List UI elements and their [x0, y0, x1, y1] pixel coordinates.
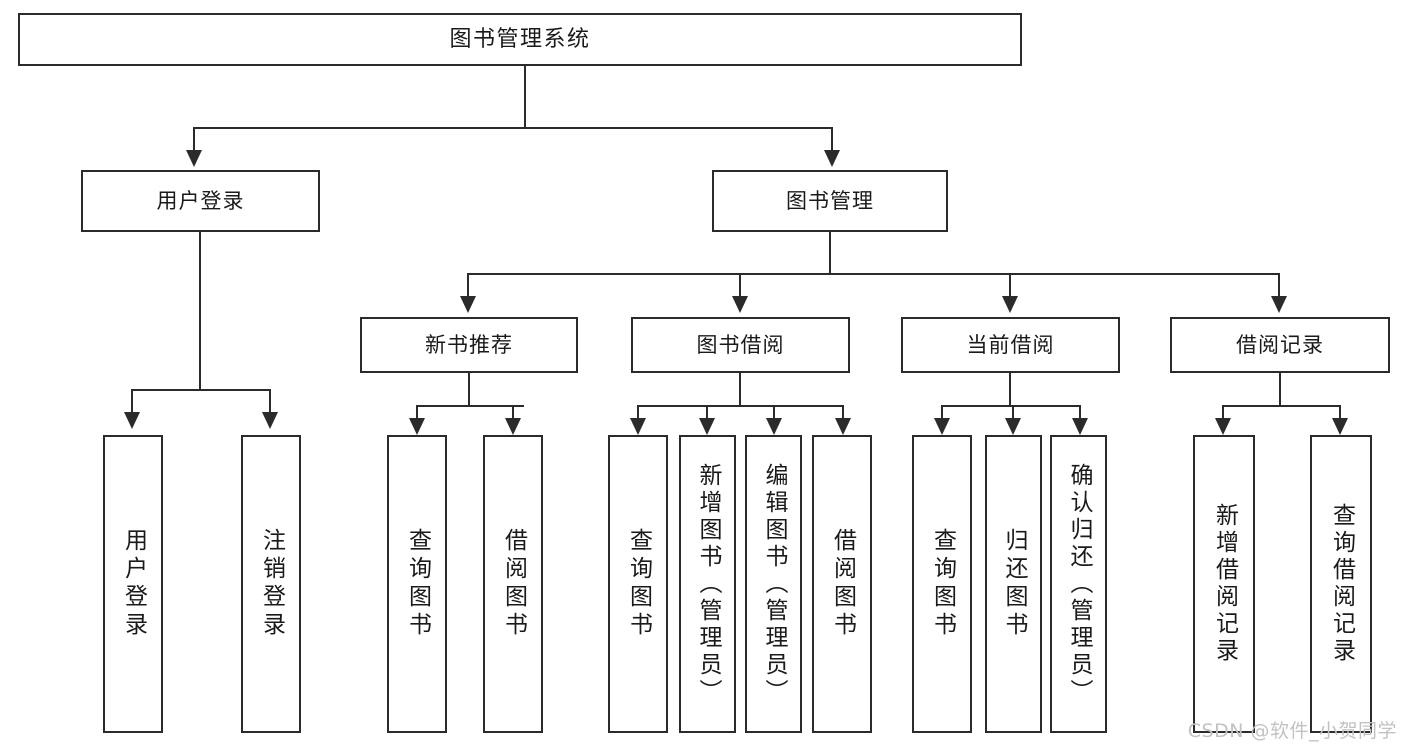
node-label: 图书管理 — [786, 188, 874, 213]
node-label: 用户登录 — [120, 528, 147, 640]
node-label: 查询图书 — [625, 528, 652, 640]
arrowhead-root-to-book-manage — [824, 150, 840, 167]
connector-root-to-book-manage — [831, 127, 833, 152]
node-leaf-query-book-2[interactable]: 查询图书 — [608, 435, 668, 733]
arrowhead-current-borrow-leaf3 — [1072, 418, 1088, 435]
node-label: 用户登录 — [156, 188, 245, 213]
node-book-manage[interactable]: 图书管理 — [712, 170, 948, 232]
node-label: 查询图书 — [404, 528, 431, 640]
arrowhead-book-manage-current-borrow — [1002, 296, 1018, 313]
node-label: 编辑图书（管理员） — [761, 462, 787, 706]
connector-book-borrow-to-leaf4 — [842, 405, 844, 423]
node-label: 归还图书 — [1001, 528, 1027, 640]
arrowhead-book-borrow-leaf3 — [766, 418, 782, 435]
connector-book-borrow-stem — [739, 373, 741, 406]
connector-current-borrow-bus — [941, 405, 1081, 407]
arrowhead-book-borrow-leaf1 — [630, 418, 646, 435]
connector-current-borrow-stem — [1009, 373, 1011, 406]
node-label: 借阅图书 — [500, 528, 527, 640]
connector-user-login-bus — [131, 389, 271, 391]
arrowhead-current-borrow-leaf2 — [1005, 418, 1021, 435]
connector-book-manage-to-book-borrow — [739, 273, 741, 298]
connector-new-book-stem — [468, 373, 470, 406]
arrowhead-user-login-leaf2 — [262, 412, 278, 429]
connector-new-book-to-leaf1 — [416, 405, 418, 423]
arrowhead-root-to-user-login — [186, 150, 202, 167]
node-label: 查询图书 — [929, 528, 956, 640]
node-leaf-user-logout[interactable]: 注销登录 — [241, 435, 301, 733]
node-leaf-query-record[interactable]: 查询借阅记录 — [1310, 435, 1372, 733]
node-label: 借阅图书 — [829, 528, 856, 640]
connector-current-borrow-to-leaf3 — [1079, 405, 1081, 423]
node-label: 新书推荐 — [425, 332, 513, 357]
connector-book-manage-stem — [829, 232, 831, 274]
node-leaf-borrow-book-2[interactable]: 借阅图书 — [812, 435, 872, 733]
node-leaf-edit-book[interactable]: 编辑图书（管理员） — [745, 435, 802, 733]
node-leaf-add-book[interactable]: 新增图书（管理员） — [679, 435, 736, 733]
node-label: 查询借阅记录 — [1328, 503, 1355, 665]
connector-user-login-to-leaf2 — [269, 389, 271, 414]
node-label: 借阅记录 — [1236, 332, 1324, 357]
node-label: 注销登录 — [258, 528, 285, 640]
arrowhead-borrow-record-leaf1 — [1215, 418, 1231, 435]
connector-book-manage-to-current-borrow — [1009, 273, 1011, 298]
connector-book-manage-to-new-book — [467, 273, 469, 298]
arrowhead-book-borrow-leaf4 — [835, 418, 851, 435]
connector-borrow-record-bus — [1222, 405, 1340, 407]
node-leaf-query-book-1[interactable]: 查询图书 — [387, 435, 447, 733]
node-label: 新增借阅记录 — [1211, 503, 1238, 665]
connector-book-manage-to-borrow-record — [1278, 273, 1280, 298]
arrowhead-current-borrow-leaf1 — [934, 418, 950, 435]
connector-book-manage-bus — [467, 273, 1280, 275]
node-user-login[interactable]: 用户登录 — [81, 170, 320, 232]
node-label: 确认归还（管理员） — [1066, 462, 1092, 706]
connector-root-to-user-login — [193, 127, 195, 152]
connector-root-bus — [193, 127, 833, 129]
connector-new-book-bus — [416, 405, 524, 407]
node-book-borrow[interactable]: 图书借阅 — [631, 317, 850, 373]
connector-book-borrow-bus — [637, 405, 844, 407]
node-root-book-management-system[interactable]: 图书管理系统 — [18, 13, 1022, 66]
connector-borrow-record-stem — [1279, 373, 1281, 406]
node-leaf-user-login[interactable]: 用户登录 — [103, 435, 163, 733]
node-leaf-confirm-return[interactable]: 确认归还（管理员） — [1050, 435, 1107, 733]
arrowhead-book-manage-book-borrow — [732, 296, 748, 313]
node-new-book-recommend[interactable]: 新书推荐 — [360, 317, 578, 373]
watermark-text: CSDN @软件_小贺同学 — [1187, 720, 1397, 742]
node-leaf-return-book[interactable]: 归还图书 — [985, 435, 1042, 733]
connector-borrow-record-to-leaf2 — [1339, 405, 1341, 423]
node-label: 当前借阅 — [966, 332, 1055, 357]
arrowhead-borrow-record-leaf2 — [1332, 418, 1348, 435]
node-label: 图书管理系统 — [449, 26, 591, 52]
node-current-borrow[interactable]: 当前借阅 — [901, 317, 1120, 373]
node-leaf-query-book-3[interactable]: 查询图书 — [912, 435, 972, 733]
node-borrow-record[interactable]: 借阅记录 — [1170, 317, 1390, 373]
connector-book-borrow-to-leaf2 — [706, 405, 708, 423]
connector-root-stem — [524, 66, 526, 128]
connector-user-login-stem — [199, 232, 201, 390]
node-leaf-borrow-book-1[interactable]: 借阅图书 — [483, 435, 543, 733]
node-leaf-add-record[interactable]: 新增借阅记录 — [1193, 435, 1255, 733]
connector-book-borrow-to-leaf3 — [773, 405, 775, 423]
arrowhead-new-book-leaf1 — [409, 418, 425, 435]
node-label: 图书借阅 — [696, 332, 785, 357]
arrowhead-new-book-leaf2 — [505, 418, 521, 435]
connector-current-borrow-to-leaf2 — [1012, 405, 1014, 423]
connector-book-borrow-to-leaf1 — [637, 405, 639, 423]
connector-current-borrow-to-leaf1 — [941, 405, 943, 423]
connector-borrow-record-to-leaf1 — [1222, 405, 1224, 423]
arrowhead-book-manage-new-book — [460, 296, 476, 313]
arrowhead-book-borrow-leaf2 — [699, 418, 715, 435]
connector-user-login-to-leaf1 — [131, 389, 133, 414]
node-label: 新增图书（管理员） — [695, 462, 721, 706]
arrowhead-user-login-leaf1 — [124, 412, 140, 429]
arrowhead-book-manage-borrow-record — [1271, 296, 1287, 313]
connector-new-book-to-leaf2 — [512, 405, 514, 423]
